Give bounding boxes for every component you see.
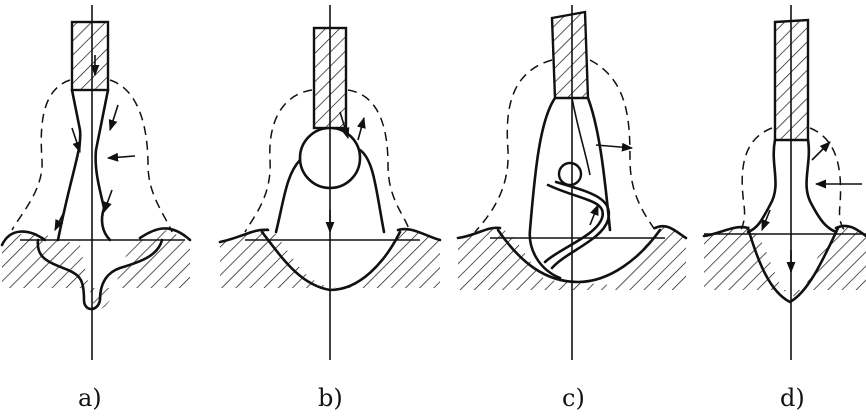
panel-d: d)	[702, 5, 866, 412]
weld-pool-c	[496, 228, 662, 284]
panel-label-c: c)	[562, 384, 585, 412]
panel-a: a)	[0, 5, 192, 412]
panel-c: c)	[456, 5, 688, 412]
base-surface-d	[702, 225, 750, 238]
arc-envelope-d	[739, 127, 773, 233]
weld-pool-d	[746, 226, 840, 304]
electrode-a	[70, 20, 110, 92]
panel-label-b: b)	[318, 384, 343, 412]
base-metal-d	[704, 225, 866, 297]
panel-label-d: d)	[780, 384, 805, 412]
arc-envelope-a	[11, 79, 71, 231]
base-surface-b	[218, 228, 270, 244]
panel-b: b)	[218, 5, 442, 412]
base-surface-a	[0, 230, 47, 247]
panel-label-a: a)	[78, 384, 102, 412]
base-metal-a	[2, 230, 190, 309]
base-metal-b	[220, 227, 440, 288]
base-metal-c	[458, 226, 686, 290]
arc-envelope-c	[474, 59, 553, 233]
base-surface-c	[456, 226, 502, 240]
arc-envelope-b	[244, 89, 313, 233]
electrode-c	[550, 10, 590, 100]
droplet-c	[557, 161, 583, 187]
